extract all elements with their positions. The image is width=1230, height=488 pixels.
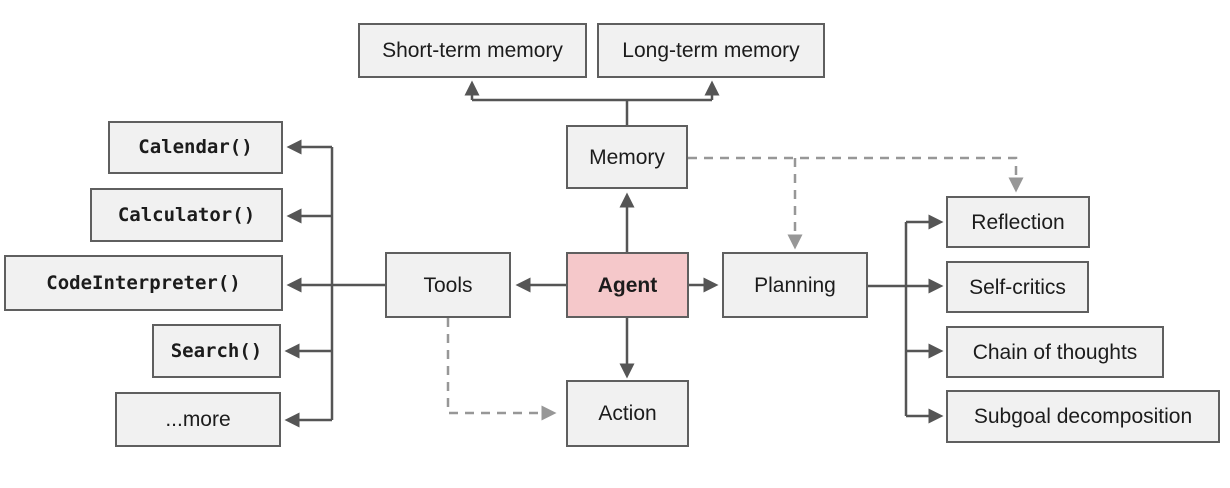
node-self-critics: Self-critics [946,261,1089,313]
node-reflection: Reflection [946,196,1090,248]
node-long-term-memory: Long-term memory [597,23,825,78]
node-more-tools: ...more [115,392,281,447]
node-agent: Agent [566,252,689,318]
node-memory: Memory [566,125,688,189]
node-short-term-memory: Short-term memory [358,23,587,78]
node-action: Action [566,380,689,447]
edge-tools-action-dashed [446,318,557,421]
node-search: Search() [152,324,281,378]
edge-memory-reflection-dashed [688,156,1024,193]
node-tools: Tools [385,252,511,318]
node-calendar: Calendar() [108,121,283,174]
node-subgoal-decomposition: Subgoal decomposition [946,390,1220,443]
node-code-interpreter: CodeInterpreter() [4,255,283,311]
node-chain-of-thoughts: Chain of thoughts [946,326,1164,378]
node-planning: Planning [722,252,868,318]
node-calculator: Calculator() [90,188,283,242]
